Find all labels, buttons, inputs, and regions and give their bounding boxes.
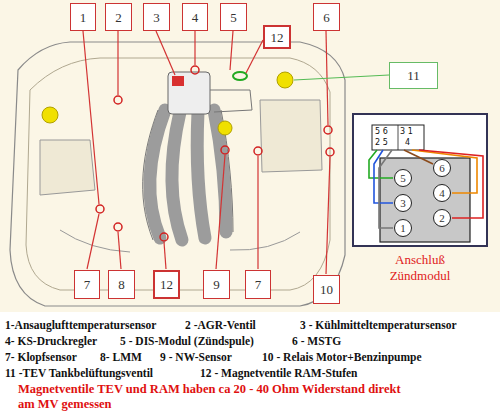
- legend-entry: 10 - Relais Motor+Benzinpumpe: [262, 350, 422, 364]
- callout-box: 4: [182, 3, 208, 31]
- legend-entry: 5 - DIS-Modul (Zündspule): [120, 334, 254, 348]
- callout-number: 1: [80, 11, 87, 24]
- legend-entry: 2 -AGR-Ventil: [185, 318, 256, 332]
- pin-circle: 3: [394, 194, 412, 212]
- callout-number: 7: [255, 278, 262, 291]
- callout-box: 7: [245, 270, 271, 299]
- callout-box: 8: [108, 270, 135, 299]
- callout-number: 4: [439, 188, 445, 199]
- legend-entry: 3 - Kühlmitteltemperatursensor: [300, 318, 457, 332]
- callout-box: 1: [70, 3, 96, 31]
- pin-circle: 1: [394, 219, 412, 237]
- legend-entry: 6 - MSTG: [292, 334, 341, 348]
- note-text: Magnetventile TEV und RAM haben ca 20 - …: [18, 382, 408, 412]
- callout-box: 9: [203, 270, 230, 299]
- callout-box: 12: [263, 25, 291, 49]
- inset-frame: [352, 113, 488, 247]
- legend-entry: 11 -TEV Tankbelüftungsventil: [5, 366, 153, 380]
- legend-entry: 9 - NW-Sensor: [160, 350, 232, 364]
- legend-entry: 1-Ansauglufttemperatursensor: [5, 318, 156, 332]
- pin-label: 4: [405, 138, 410, 148]
- callout-number: 3: [400, 198, 406, 209]
- pin-circle: 5: [394, 169, 412, 187]
- pin-label: 3 1: [400, 127, 413, 137]
- callout-number: 7: [84, 278, 91, 291]
- callout-number: 9: [213, 278, 220, 291]
- callout-number: 6: [439, 163, 445, 174]
- callout-number: 3: [153, 11, 160, 24]
- legend-entry: 12 - Magnetventile RAM-Stufen: [200, 366, 357, 380]
- legend-entry: 7- Klopfsensor: [5, 350, 77, 364]
- callout-number: 12: [160, 278, 173, 291]
- callout-number: 8: [118, 278, 125, 291]
- callout-number: 2: [439, 213, 445, 224]
- callout-number: 6: [323, 11, 330, 24]
- callout-number: 5: [400, 173, 406, 184]
- callout-box: 12: [153, 270, 180, 299]
- callout-box: 7: [74, 270, 100, 299]
- callout-box: 2: [105, 3, 132, 31]
- callout-number: 1: [400, 223, 406, 234]
- pin-circle: 2: [433, 209, 451, 227]
- pin-label: 2 5: [375, 138, 388, 148]
- inset-heading: Anschluß Zündmodul: [370, 252, 470, 284]
- callout-box: 6: [313, 3, 340, 31]
- callout-number: 11: [407, 69, 420, 82]
- pin-label: 5 6: [375, 127, 388, 137]
- inset-panel: Anschluß Zündmodul 5 6 3 4 1 2: [352, 113, 488, 289]
- pin-circle: 4: [433, 184, 451, 202]
- pin-circle: 6: [433, 159, 451, 177]
- callout-box: 5: [220, 3, 247, 31]
- callout-box: 10: [313, 275, 340, 304]
- callout-number: 12: [271, 31, 284, 44]
- legend-entry: 4- KS-Druckregler: [5, 334, 97, 348]
- callout-number: 5: [230, 11, 237, 24]
- callout-number: 10: [320, 283, 333, 296]
- callout-number: 4: [192, 11, 199, 24]
- callout-box: 11: [389, 62, 438, 89]
- legend-entry: 8- LMM: [100, 350, 142, 364]
- callout-number: 2: [115, 11, 122, 24]
- callout-box: 3: [143, 3, 170, 31]
